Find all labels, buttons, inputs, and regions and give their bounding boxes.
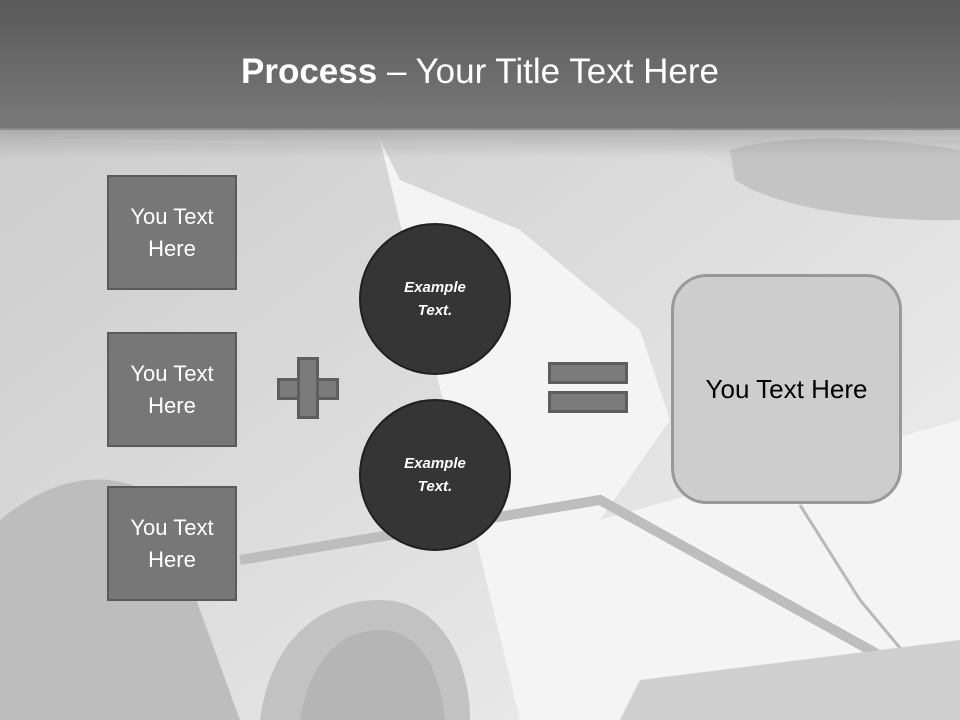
input-box-label: You Text Here xyxy=(130,514,214,572)
input-box-label: You Text Here xyxy=(130,360,214,418)
input-box-2[interactable]: You Text Here xyxy=(107,332,237,447)
example-circle-1[interactable]: Example Text. xyxy=(359,223,511,375)
title-bar xyxy=(0,0,960,130)
example-circle-2[interactable]: Example Text. xyxy=(359,399,511,551)
title-rest: – Your Title Text Here xyxy=(377,52,719,91)
circle-text: Example Text. xyxy=(404,279,466,319)
result-label: You Text Here xyxy=(705,373,868,404)
header-fade xyxy=(0,128,960,158)
input-box-label: You Text Here xyxy=(130,203,214,261)
result-box[interactable]: You Text Here xyxy=(671,274,902,504)
slide-title: Process – Your Title Text Here xyxy=(0,52,960,92)
title-bold: Process xyxy=(241,52,378,91)
input-box-3[interactable]: You Text Here xyxy=(107,486,237,601)
circle-text: Example Text. xyxy=(404,455,466,495)
input-box-1[interactable]: You Text Here xyxy=(107,175,237,290)
